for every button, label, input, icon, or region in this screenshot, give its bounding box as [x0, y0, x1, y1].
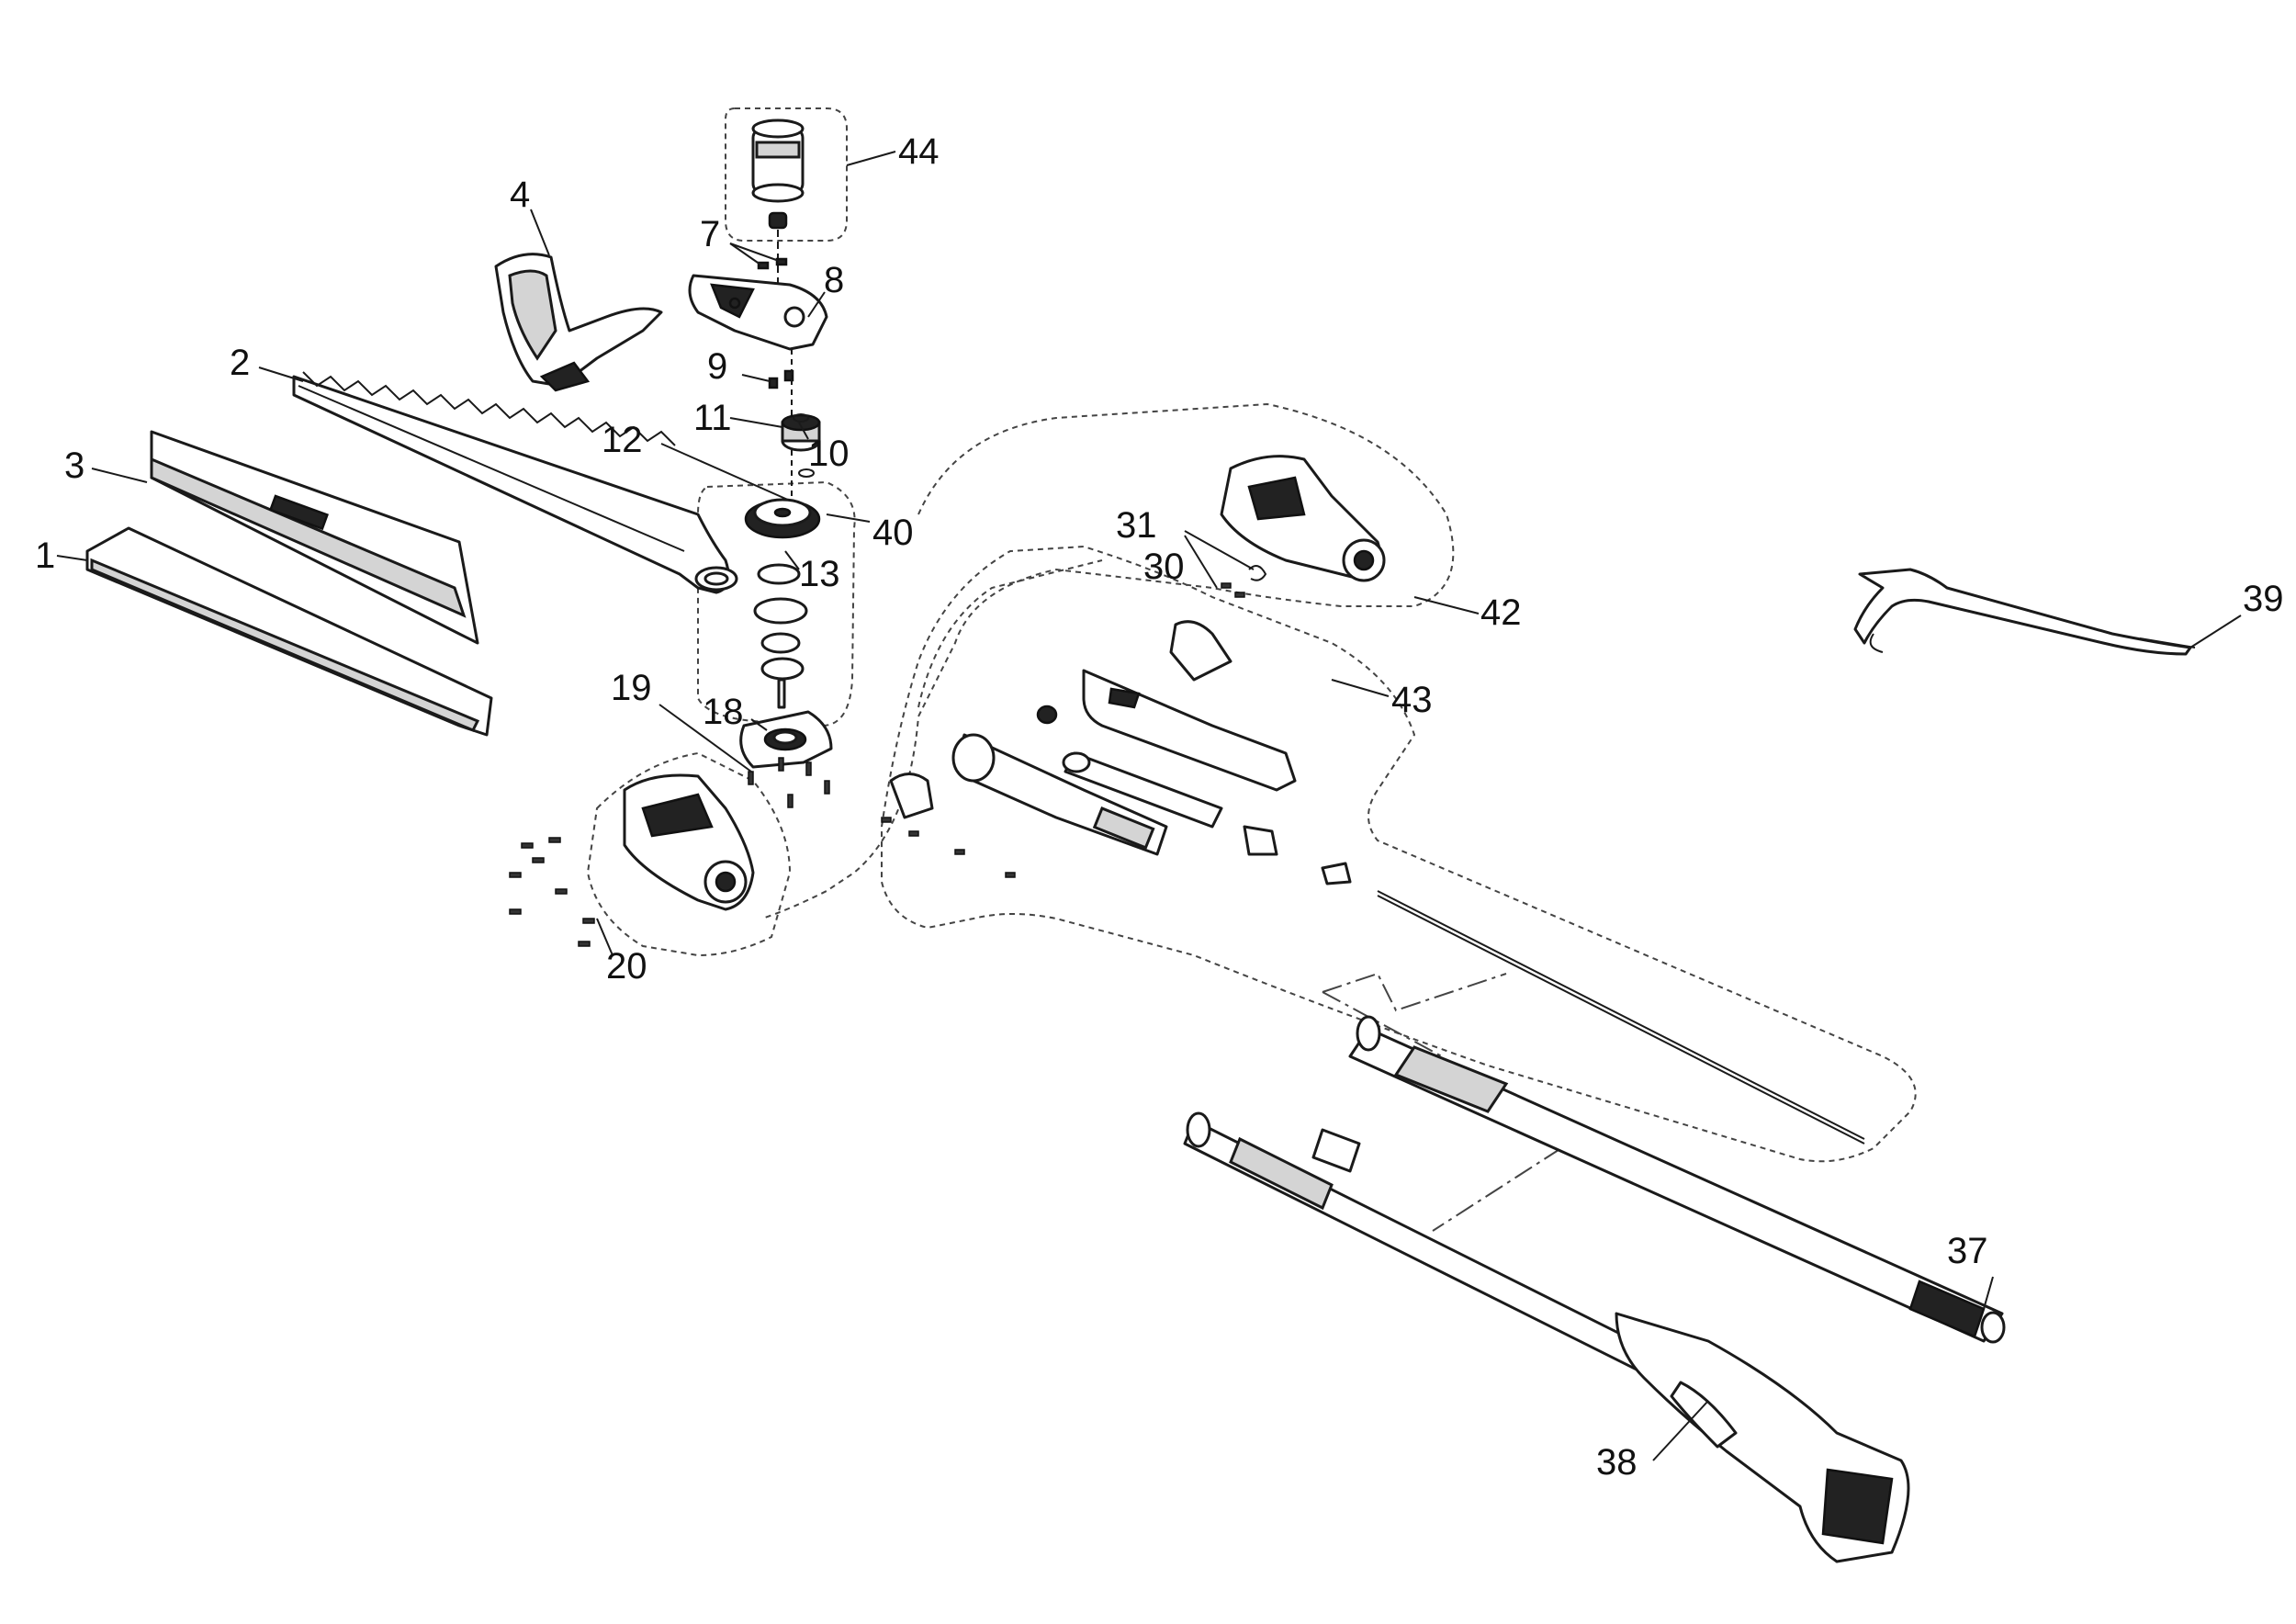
callout-40: 40 [872, 513, 914, 553]
part-13-cam-washers [753, 563, 808, 709]
part-2-blade [292, 371, 738, 594]
callout-18: 18 [703, 692, 744, 732]
part-head-housing-left [623, 773, 755, 911]
part-11-pinion [781, 413, 821, 452]
callout-38: 38 [1596, 1442, 1638, 1483]
part-43-shaft-assembly [881, 620, 1865, 1145]
callout-42: 42 [1480, 592, 1522, 633]
callout-19: 19 [611, 668, 652, 708]
part-39-strap [1853, 568, 2196, 656]
callout-20: 20 [606, 946, 647, 987]
callout-37: 37 [1947, 1231, 1988, 1271]
callout-9: 9 [707, 346, 727, 387]
callout-43: 43 [1391, 680, 1433, 720]
part-40-gear [744, 498, 821, 539]
part-30-screws [1221, 582, 1245, 598]
part-4-guard [494, 253, 663, 392]
group-outline-head-housing [586, 751, 792, 957]
part-1-blade-cover-lower [85, 526, 493, 737]
callout-39: 39 [2243, 579, 2284, 619]
part-3-blade-cover [150, 430, 479, 645]
part-20-screws [509, 837, 595, 947]
group-outline-44 [725, 107, 848, 242]
callout-4: 4 [510, 175, 530, 215]
group-outline-42 [761, 402, 1455, 919]
callout-10: 10 [808, 434, 850, 474]
part-31-clip [1248, 565, 1267, 581]
part-44-motor [751, 118, 805, 312]
group-outline-43 [881, 545, 1917, 1163]
callout-8: 8 [824, 260, 844, 300]
callout-30: 30 [1143, 547, 1185, 587]
assembly-chain-line [1322, 972, 1562, 1232]
callout-1: 1 [35, 536, 55, 576]
part-7-pins [757, 257, 788, 270]
callout-13: 13 [799, 554, 840, 594]
callout-11: 11 [693, 398, 732, 438]
part-42-housing-half [1220, 455, 1386, 582]
group-outline-40 [697, 480, 856, 727]
callout-12: 12 [602, 420, 643, 460]
leader-lines [56, 151, 2242, 1461]
callout-2: 2 [230, 343, 250, 383]
part-8-gear-housing [688, 274, 828, 351]
callout-7: 7 [700, 214, 720, 254]
part-10-washer [793, 413, 815, 478]
callout-3: 3 [64, 445, 84, 486]
part-18-gear-plate [739, 710, 833, 769]
callout-44: 44 [898, 131, 940, 172]
group-outline-tube-inner [917, 559, 1103, 708]
callout-31: 31 [1116, 505, 1157, 546]
part-38-handle-tube [1183, 1111, 1910, 1563]
part-19-screws [748, 757, 830, 808]
callout-labels: 1 2 3 4 7 8 9 10 11 12 13 18 19 20 30 31… [35, 131, 2284, 1483]
part-37-tube [1348, 1015, 2006, 1344]
